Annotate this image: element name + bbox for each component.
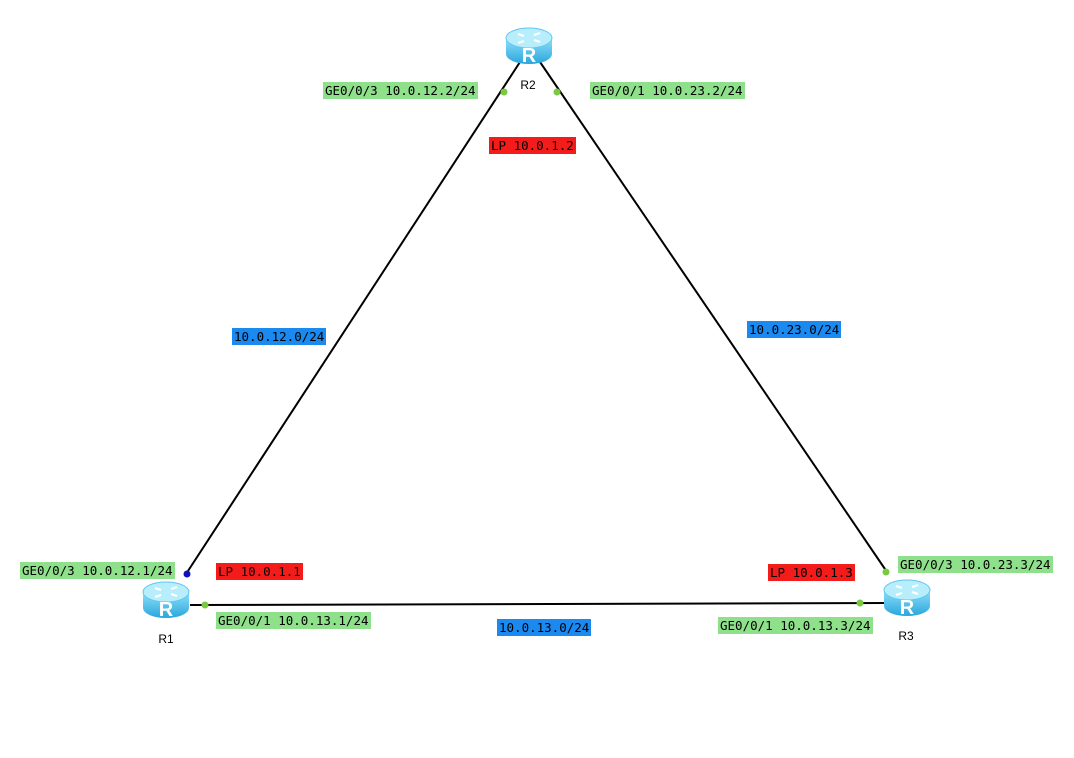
svg-text:R: R: [159, 599, 174, 621]
label-subnet-r1-r2: 10.0.12.0/24: [232, 328, 327, 345]
label-r2-loopback: LP 10.0.1.2: [489, 137, 576, 154]
label-r1-ge003: GE0/0/3 10.0.12.1/24: [20, 562, 175, 579]
svg-text:R: R: [522, 45, 537, 67]
label-r2-ge003: GE0/0/3 10.0.12.2/24: [323, 82, 478, 99]
link-r2-r3[interactable]: [539, 61, 888, 573]
link-r1-r2[interactable]: [185, 61, 521, 575]
label-r3-loopback: LP 10.0.1.3: [768, 564, 855, 581]
label-r3-ge001: GE0/0/1 10.0.13.3/24: [718, 617, 873, 634]
svg-text:R: R: [900, 597, 915, 619]
label-subnet-r2-r3: 10.0.23.0/24: [747, 321, 842, 338]
router-icon: R: [505, 27, 553, 67]
label-subnet-r1-r3: 10.0.13.0/24: [497, 619, 592, 636]
router-r3[interactable]: R: [882, 576, 934, 628]
label-r2-ge001: GE0/0/1 10.0.23.2/24: [590, 82, 745, 99]
router-name-r3: R3: [898, 629, 914, 643]
port-r1-ge001[interactable]: [201, 601, 209, 609]
router-name-r1: R1: [158, 632, 174, 646]
label-r1-ge001: GE0/0/1 10.0.13.1/24: [216, 612, 371, 629]
link-r1-r3[interactable]: [189, 602, 887, 606]
router-icon: R: [142, 581, 190, 621]
router-name-r2: R2: [520, 78, 536, 92]
router-r1[interactable]: R: [141, 578, 193, 630]
port-r1-ge003[interactable]: [183, 570, 191, 578]
router-r2[interactable]: R: [504, 24, 556, 76]
label-r1-loopback: LP 10.0.1.1: [216, 563, 303, 580]
port-r2-ge003[interactable]: [500, 88, 508, 96]
port-r3-ge001[interactable]: [856, 599, 864, 607]
router-icon: R: [883, 579, 931, 619]
port-r3-ge003[interactable]: [882, 568, 890, 576]
port-r2-ge001[interactable]: [553, 88, 561, 96]
label-r3-ge003: GE0/0/3 10.0.23.3/24: [898, 556, 1053, 573]
